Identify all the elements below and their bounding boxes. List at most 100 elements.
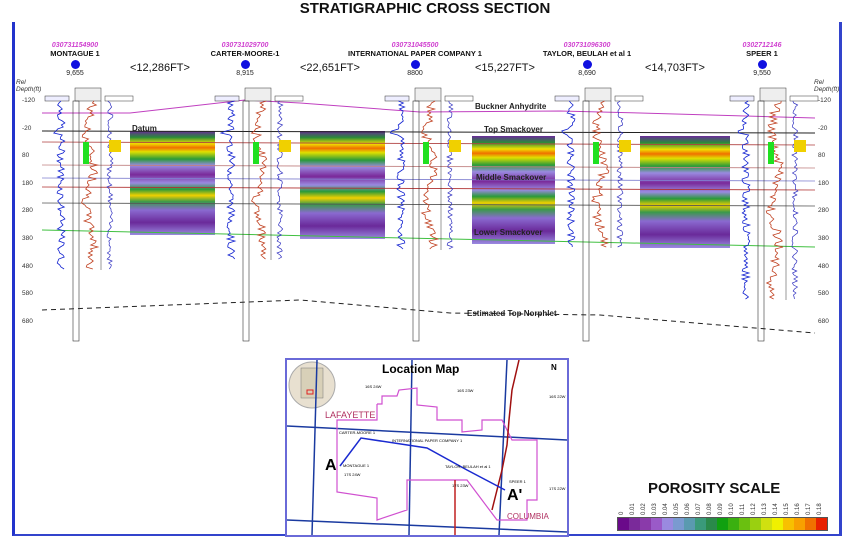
- township-label: 16S 23W: [457, 388, 474, 393]
- township-label: 17S 22W: [549, 486, 566, 491]
- well-elevation: 8800: [407, 70, 423, 77]
- track-header: [384, 95, 410, 102]
- porosity-tick-label: 0.07: [696, 503, 702, 515]
- township-label: 16S 22W: [549, 394, 566, 399]
- gamma-ray-log: [737, 100, 752, 300]
- well-elevation: 9,655: [66, 70, 84, 77]
- map-well-label: SPEER 1: [509, 479, 526, 484]
- porosity-swatch: [794, 518, 805, 530]
- porosity-log: [446, 100, 454, 250]
- porosity-swatch: [772, 518, 783, 530]
- well-api: 030731045500: [391, 42, 439, 49]
- porosity-swatch: [717, 518, 728, 530]
- porosity-log: [106, 100, 114, 270]
- porosity-scale-title: POROSITY SCALE: [648, 480, 781, 497]
- porosity-swatch: [673, 518, 684, 530]
- gamma-ray-log: [389, 100, 406, 250]
- section-start-label: A: [325, 457, 337, 474]
- porosity-log: [791, 100, 799, 300]
- distance-label: <12,286FT>: [130, 62, 190, 74]
- porosity-tick-label: 0.16: [795, 503, 801, 515]
- porosity-log: [276, 100, 284, 260]
- well-api: 030731096300: [563, 42, 611, 49]
- horizon-line: [41, 164, 816, 169]
- middle-smackover-label: Middle Smackover: [476, 173, 547, 182]
- gamma-ray-log: [219, 100, 237, 260]
- top-smackover-label: Top Smackover: [484, 125, 543, 134]
- distance-label: <15,227FT>: [475, 62, 535, 74]
- porosity-swatch: [816, 518, 827, 530]
- well-api: 0302712146: [742, 42, 782, 49]
- location-map: Location Map N LAFAYETTE COLUMBIA A A' 1…: [285, 358, 569, 537]
- map-well-label: TAYLOR, BEULAH et al 1: [445, 464, 491, 469]
- north-arrow-icon: N: [551, 363, 557, 372]
- porosity-swatch: [750, 518, 761, 530]
- norphlet-label: Estimated Top Norphlet: [467, 309, 557, 318]
- distance-label: <14,703FT>: [645, 62, 705, 74]
- well-marker-icon: [410, 60, 420, 69]
- depth-track: [242, 100, 250, 342]
- gamma-ray-log: [52, 100, 66, 270]
- horizon-line: [41, 186, 816, 191]
- track-header: [729, 95, 755, 102]
- well-elevation: 8,690: [578, 70, 596, 77]
- porosity-swatch: [629, 518, 640, 530]
- porosity-tick-label: 0.01: [630, 503, 636, 515]
- depth-tick-label: 680: [818, 317, 829, 325]
- porosity-tick-label: 0.05: [674, 503, 680, 515]
- porosity-tick-label: 0.18: [817, 503, 823, 515]
- field-boundary: [336, 387, 538, 521]
- well-name: TAYLOR, BEULAH et al 1: [542, 49, 632, 58]
- resistivity-log: [765, 100, 785, 300]
- track-header: [274, 95, 304, 102]
- gamma-ray-log: [561, 100, 576, 248]
- township-label: 17S 23W: [452, 483, 469, 488]
- depth-track: [412, 100, 420, 342]
- porosity-tick-label: 0.04: [663, 503, 669, 515]
- well-elevation: 8,915: [236, 70, 254, 77]
- depth-tick-label: 580: [22, 290, 33, 298]
- porosity-swatch: [728, 518, 739, 530]
- porosity-tick-label: 0.14: [773, 503, 779, 515]
- track-header: [444, 95, 474, 102]
- resistivity-log: [81, 100, 100, 270]
- porosity-swatch: [618, 518, 629, 530]
- top-smackover-horizon: [41, 130, 816, 134]
- porosity-tick-label: 0.08: [707, 503, 713, 515]
- inset-locator: [306, 389, 314, 395]
- distance-label: <22,651FT>: [300, 62, 360, 74]
- porosity-fill: [253, 142, 259, 164]
- track-header: [104, 95, 134, 102]
- county-label: LAFAYETTE: [325, 410, 376, 420]
- porosity-tick-label: 0.02: [641, 503, 647, 515]
- porosity-tick-label: 0.15: [784, 503, 790, 515]
- map-well-label: INTERNATIONAL PAPER COMPANY 1: [392, 438, 463, 443]
- porosity-swatch: [706, 518, 717, 530]
- porosity-swatch: [805, 518, 816, 530]
- porosity-fill: [449, 140, 461, 152]
- track-header: [554, 95, 580, 102]
- porosity-swatch: [739, 518, 750, 530]
- map-well-label: CARTER-MOORE 1: [339, 430, 376, 435]
- porosity-swatch: [651, 518, 662, 530]
- track-header: [414, 87, 442, 102]
- depth-tick-label: -120: [22, 97, 36, 104]
- porosity-tick-label: 0.03: [652, 503, 658, 515]
- porosity-swatch: [783, 518, 794, 530]
- depth-tick-label: 80: [22, 152, 30, 160]
- map-canvas: [287, 360, 567, 535]
- porosity-panel: [640, 136, 730, 248]
- porosity-fill: [423, 142, 429, 164]
- depth-tick-label: -120: [818, 97, 832, 104]
- well-header-montague: 030731154900 MONTAGUE 1 9,655: [15, 42, 135, 77]
- porosity-fill: [279, 140, 291, 152]
- lower-smackover-horizon: [41, 229, 816, 248]
- page-title: STRATIGRAPHIC CROSS SECTION: [299, 0, 551, 17]
- well-name: CARTER-MOORE-1: [210, 49, 280, 58]
- porosity-tick-label: 0.06: [685, 503, 691, 515]
- porosity-tick-label: 0.11: [740, 503, 746, 515]
- depth-tick-label: 280: [22, 207, 33, 215]
- porosity-tick-label: 0.10: [729, 503, 735, 515]
- porosity-panel: [300, 131, 385, 239]
